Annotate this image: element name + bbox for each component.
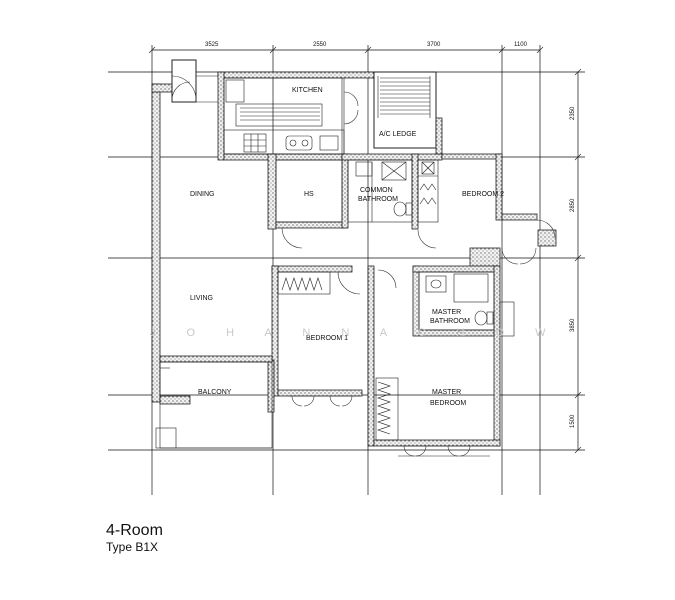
kitchen-area	[223, 77, 359, 155]
bedroom-1-label: BEDROOM 1	[306, 335, 348, 342]
common-bath-label-2: BATHROOM	[358, 196, 398, 203]
dim-right-3: 3850	[570, 318, 576, 332]
common-bath-label-1: COMMON	[360, 187, 393, 194]
balcony-label: BALCONY	[198, 389, 232, 396]
exterior-walls	[151, 71, 557, 447]
master-bathroom	[377, 269, 515, 337]
dim-top-1: 3525	[205, 42, 219, 48]
dim-top-3: 3700	[427, 42, 441, 48]
hs-label: HS	[304, 191, 314, 198]
living-label: LIVING	[190, 295, 213, 302]
dining-label: DINING	[190, 191, 215, 198]
dim-right-2: 2850	[570, 198, 576, 212]
entrance-door	[171, 59, 218, 103]
household-shelter	[275, 159, 343, 249]
master-bedroom-label-1: MASTER	[432, 389, 461, 396]
bedroom-1-area	[277, 271, 361, 407]
bedroom-2-label: BEDROOM 2	[462, 191, 504, 198]
dim-right-4: 1500	[570, 414, 576, 428]
master-bath-label-1: MASTER	[432, 309, 461, 316]
watermark-text: J O H A N N A C H O W	[150, 327, 560, 339]
plan-title: 4-Room	[106, 522, 163, 539]
master-bedroom-label-2: BEDROOM	[430, 400, 466, 407]
balcony-area	[155, 361, 273, 449]
kitchen-label: KITCHEN	[292, 87, 323, 94]
common-bathroom	[347, 159, 437, 249]
bedroom-2-area	[417, 159, 556, 265]
master-bath-label-2: BATHROOM	[430, 318, 470, 325]
master-bedroom-area	[375, 377, 490, 457]
ac-ledge-label: A/C LEDGE	[379, 131, 417, 138]
dim-right-1: 2350	[570, 106, 576, 120]
ac-ledge-area	[373, 71, 443, 155]
plan-type: Type B1X	[106, 540, 159, 554]
dim-top-2: 2550	[313, 42, 327, 48]
dim-top-4: 1100	[514, 42, 528, 48]
